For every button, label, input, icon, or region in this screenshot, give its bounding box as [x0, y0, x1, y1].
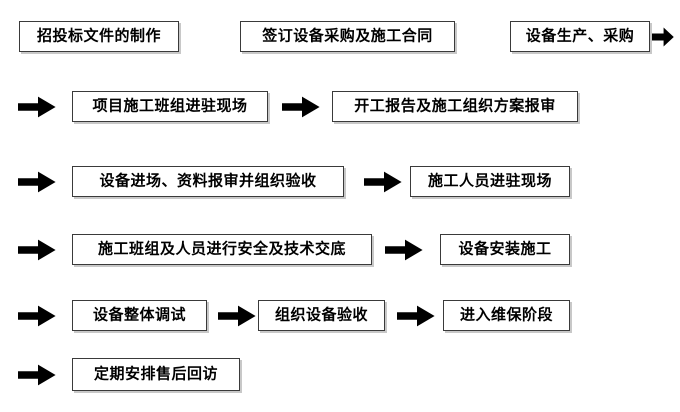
process-node-label: 设备进场、资料报审并组织验收 [99, 171, 317, 190]
arrow-right-icon [18, 239, 56, 261]
process-node-label: 施工人员进驻现场 [427, 171, 552, 190]
process-node-label: 设备整体调试 [92, 305, 186, 324]
arrow-right-icon [218, 305, 256, 327]
process-node[interactable]: 开工报告及施工组织方案报审 [332, 91, 578, 122]
arrow-right-icon [18, 364, 56, 386]
process-node-label: 定期安排售后回访 [93, 364, 218, 383]
arrow-right-icon [18, 305, 56, 327]
arrow-right-icon [364, 171, 402, 193]
process-node-label: 开工报告及施工组织方案报审 [354, 96, 556, 115]
process-node[interactable]: 定期安排售后回访 [72, 358, 240, 391]
arrow-right-icon [397, 305, 435, 327]
process-node-label: 进入维保阶段 [459, 305, 553, 324]
arrow-right-icon [652, 27, 674, 47]
process-node-label: 项目施工班组进驻现场 [92, 96, 248, 115]
process-node[interactable]: 设备安装施工 [440, 234, 570, 265]
process-node[interactable]: 进入维保阶段 [443, 300, 570, 331]
process-node-label: 设备生产、采购 [525, 26, 635, 45]
arrow-right-icon [18, 96, 56, 118]
process-node[interactable]: 设备生产、采购 [510, 21, 650, 52]
process-node[interactable]: 设备整体调试 [72, 300, 207, 331]
process-node[interactable]: 招投标文件的制作 [19, 21, 179, 52]
process-node[interactable]: 设备进场、资料报审并组织验收 [72, 166, 344, 197]
process-node-label: 组织设备验收 [274, 305, 368, 324]
arrow-right-icon [18, 171, 56, 193]
process-node-label: 施工班组及人员进行安全及技术交底 [97, 239, 346, 258]
process-node[interactable]: 施工班组及人员进行安全及技术交底 [72, 234, 372, 265]
process-node-label: 招投标文件的制作 [36, 26, 161, 45]
arrow-right-icon [282, 96, 320, 118]
process-node-label: 设备安装施工 [458, 239, 552, 258]
process-node[interactable]: 签订设备采购及施工合同 [240, 21, 455, 52]
arrow-right-icon [385, 239, 423, 261]
process-node[interactable]: 项目施工班组进驻现场 [72, 91, 268, 122]
process-node[interactable]: 施工人员进驻现场 [410, 166, 570, 197]
process-node[interactable]: 组织设备验收 [258, 300, 385, 331]
process-node-label: 签订设备采购及施工合同 [262, 26, 433, 45]
